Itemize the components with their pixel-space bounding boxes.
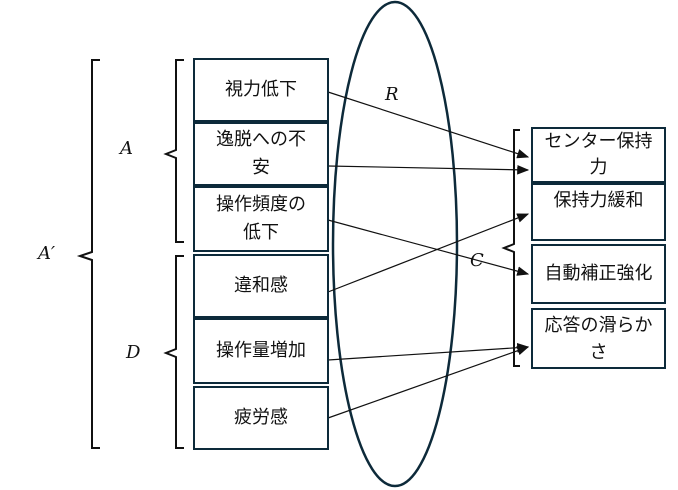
box-text: 応答の滑らかさ [544,314,653,363]
box-holding-force-relaxation: 保持力緩和 [531,183,666,241]
brace-a [163,59,184,243]
brace-a-prime [76,59,100,449]
box-auto-correction-enhancement: 自動補正強化 [531,244,666,304]
brace-c [501,129,520,367]
box-operation-amount-increase: 操作量増加 [193,318,329,384]
ellipse-r [331,0,459,488]
label-r: R [385,84,399,105]
box-response-smoothness: 応答の滑らかさ [531,308,666,369]
box-vision-decline: 視力低下 [193,58,329,122]
arrow-4 [327,213,530,293]
box-text: 操作量増加 [216,340,306,361]
arrow-5 [327,342,530,361]
label-d: D [126,342,141,363]
arrow-1 [327,91,530,159]
box-deviation-anxiety: 逸脱への不安 [193,122,329,186]
arrow-6 [327,346,530,419]
box-text: 自動補正強化 [544,263,653,284]
box-discomfort: 違和感 [193,254,329,318]
box-text: 違和感 [234,275,288,296]
box-text: センター保持力 [544,131,653,178]
label-a: A [120,138,133,159]
box-fatigue: 疲労感 [193,386,329,450]
box-operation-frequency-decline: 操作頻度の低下 [193,186,329,252]
arrow-2 [327,164,530,175]
box-text: 操作頻度の低下 [216,194,306,243]
label-c: C [470,250,484,271]
box-text: 逸脱への不安 [216,129,306,178]
box-center-holding-force: センター保持力 [531,127,666,183]
box-text: 保持力緩和 [553,190,644,211]
brace-d [163,255,184,449]
box-text: 視力低下 [225,79,297,100]
arrow-3 [327,219,530,276]
label-a-prime: A′ [38,243,56,264]
box-text: 疲労感 [234,407,288,428]
